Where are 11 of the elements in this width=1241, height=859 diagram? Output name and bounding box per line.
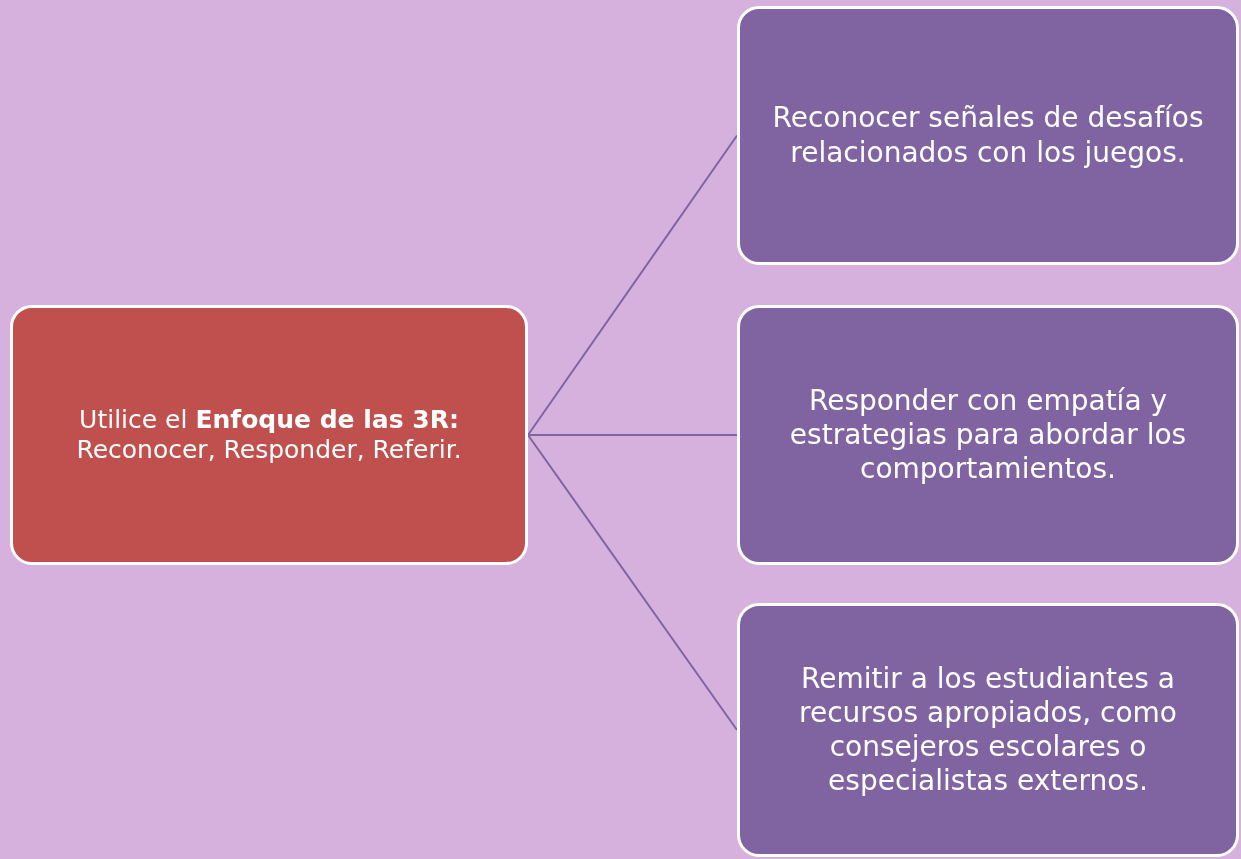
rounded-box xyxy=(737,603,1239,857)
box-text: Remitir a los estudiantes a recursos apropiados, como consejeros escolares o especialistas externos. xyxy=(798,661,1178,799)
connector-line xyxy=(527,434,738,731)
rounded-box xyxy=(737,6,1239,265)
box-text: Responder con empatía y estrategias para abordar los comportamientos. xyxy=(788,383,1188,487)
rounded-box xyxy=(10,305,528,565)
box-text: Reconocer señales de desafíos relacionados con los juegos. xyxy=(771,101,1205,170)
connector-line xyxy=(527,434,738,436)
connector-line xyxy=(527,134,738,436)
box-text: Utilice el Enfoque de las 3R: Reconocer, Responder, Referir. xyxy=(75,404,463,466)
rounded-box xyxy=(737,305,1239,565)
